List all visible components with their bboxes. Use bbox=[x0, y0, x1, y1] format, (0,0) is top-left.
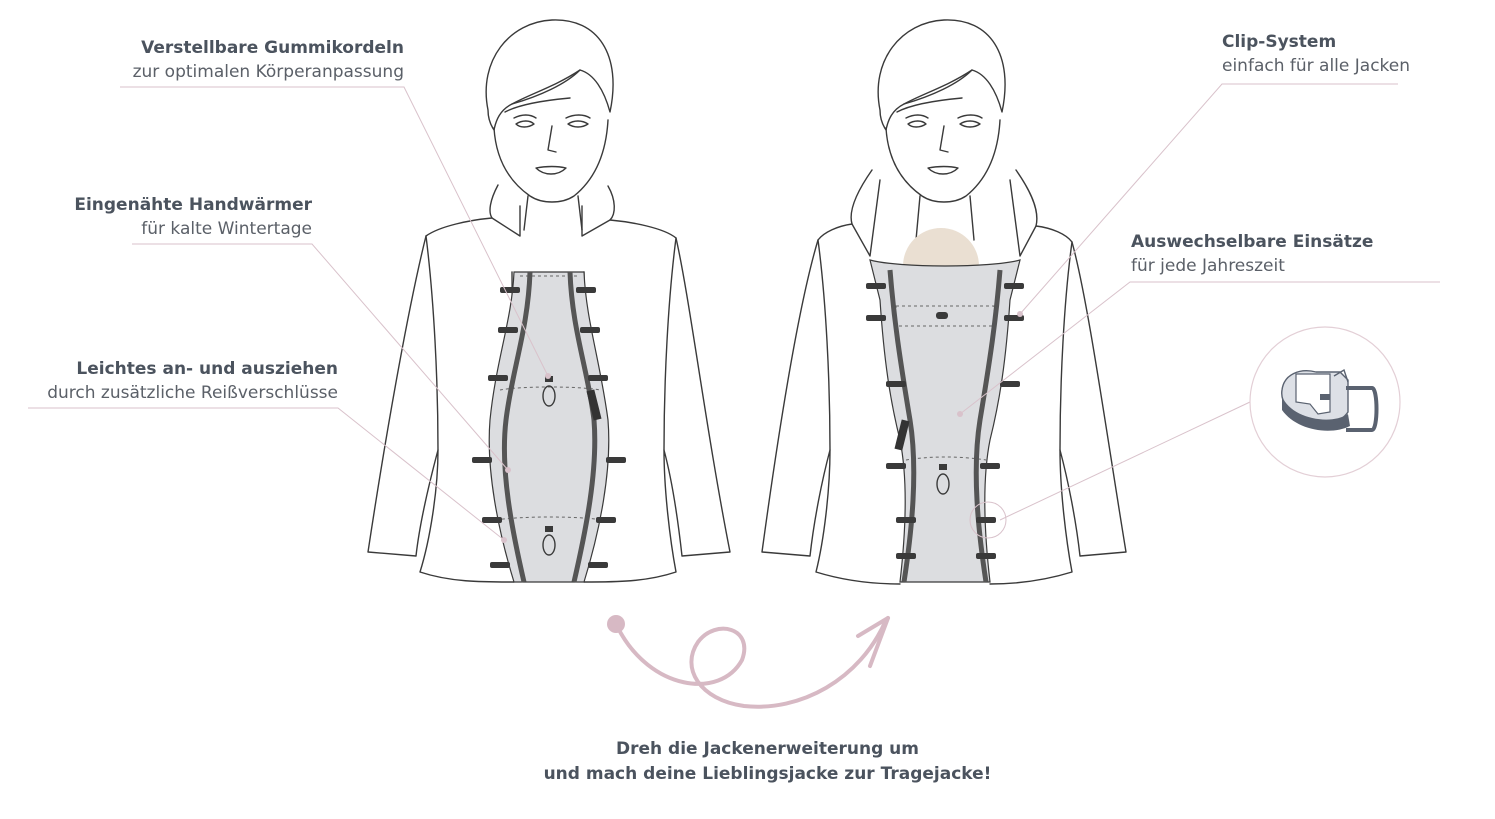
right-figure bbox=[761, 19, 1127, 585]
callout-gummikordeln-title: Verstellbare Gummikordeln bbox=[141, 38, 404, 58]
left-face bbox=[493, 119, 609, 203]
leader-lines bbox=[28, 83, 1440, 543]
callout-handwaermer-title: Eingenähte Handwärmer bbox=[74, 195, 312, 215]
callout-handwaermer-subtitle: für kalte Wintertage bbox=[141, 219, 312, 239]
right-face bbox=[885, 119, 1001, 203]
left-insert bbox=[472, 271, 626, 583]
footer-line-2: und mach deine Lieblingsjacke zur Tragej… bbox=[543, 764, 992, 784]
footer-caption: Dreh die Jackenerweiterung um und mach d… bbox=[0, 737, 1495, 787]
callout-handwaermer: Eingenähte Handwärmer für kalte Winterta… bbox=[74, 193, 312, 241]
callout-reissverschluesse-subtitle: durch zusätzliche Reißverschlüsse bbox=[47, 383, 338, 403]
rotation-arrow bbox=[607, 615, 890, 709]
footer-line-1: Dreh die Jackenerweiterung um bbox=[616, 739, 919, 759]
leader-einsaetze bbox=[959, 281, 1440, 415]
callout-clip-system-title: Clip-System bbox=[1222, 32, 1337, 52]
right-hair bbox=[877, 19, 1006, 131]
leader-reissverschluesse bbox=[28, 407, 505, 541]
callout-einsaetze: Auswechselbare Einsätze für jede Jahresz… bbox=[1131, 230, 1373, 278]
leader-handwaermer bbox=[132, 243, 509, 471]
callout-einsaetze-title: Auswechselbare Einsätze bbox=[1131, 232, 1374, 252]
callout-gummikordeln-subtitle: zur optimalen Körperanpassung bbox=[132, 62, 404, 82]
leader-gummikordeln bbox=[120, 86, 549, 377]
callout-clip-system: Clip-System einfach für alle Jacken bbox=[1222, 30, 1410, 78]
callout-einsaetze-subtitle: für jede Jahreszeit bbox=[1131, 256, 1285, 276]
leader-clip-system bbox=[1019, 83, 1398, 315]
left-hair bbox=[485, 19, 614, 131]
callout-clip-system-subtitle: einfach für alle Jacken bbox=[1222, 56, 1411, 76]
leader-clip-detail bbox=[999, 401, 1251, 521]
callout-gummikordeln: Verstellbare Gummikordeln zur optimalen … bbox=[133, 36, 404, 84]
right-insert bbox=[866, 259, 1024, 583]
left-figure bbox=[367, 19, 731, 583]
clip-detail bbox=[1249, 326, 1401, 478]
callout-reissverschluesse: Leichtes an- und ausziehen durch zusätzl… bbox=[47, 357, 338, 405]
callout-reissverschluesse-title: Leichtes an- und ausziehen bbox=[76, 359, 338, 379]
